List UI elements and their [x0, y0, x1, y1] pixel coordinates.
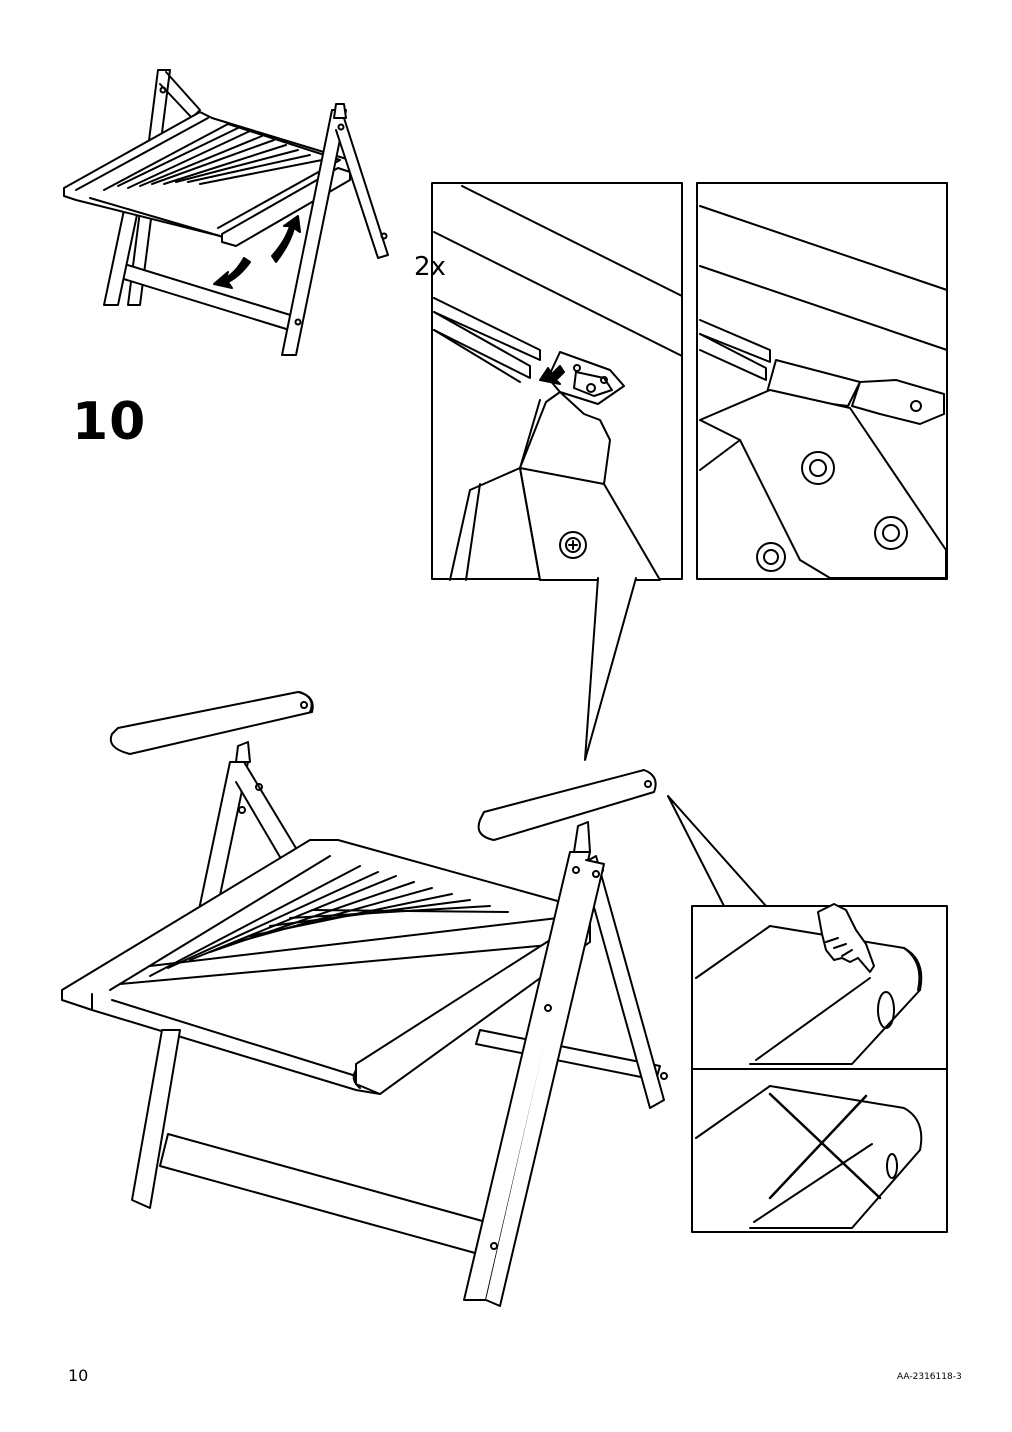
finger-touch-icon [818, 904, 874, 972]
x-cross-icon [770, 1094, 880, 1198]
page-number: 10 [68, 1366, 89, 1385]
article-number: AA-2316118-3 [897, 1372, 962, 1382]
main-chair [62, 692, 766, 1306]
detail-box-installed [697, 183, 947, 579]
step-number: 10 [72, 392, 147, 452]
orientation-detail [692, 904, 947, 1232]
rotate-arrow-icon [214, 216, 300, 288]
detail-box-insert [432, 183, 682, 760]
push-arrow-icon [540, 366, 564, 384]
small-chair-diagram [64, 70, 388, 355]
quantity-label: 2x [414, 252, 446, 282]
